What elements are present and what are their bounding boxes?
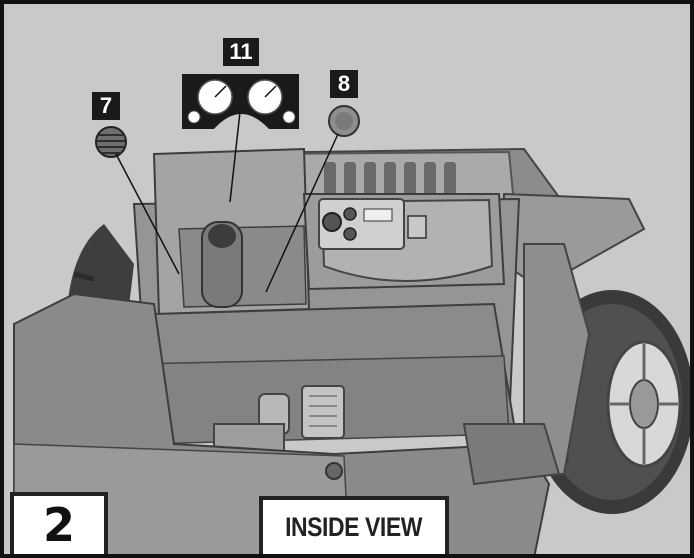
speaker-grille-part	[95, 126, 127, 158]
leader-lines	[115, 111, 339, 293]
callout-7: 7	[92, 92, 120, 120]
callout-8: 8	[330, 70, 358, 98]
step-number: 2	[42, 498, 75, 552]
callout-11: 11	[223, 38, 259, 66]
view-label: INSIDE VIEW	[285, 511, 423, 542]
view-label-box: INSIDE VIEW	[259, 496, 449, 554]
horn-button-part	[328, 105, 360, 137]
dashboard-panel	[302, 193, 506, 291]
gauge-cluster-part	[182, 74, 299, 129]
step-number-box: 2	[10, 492, 108, 554]
